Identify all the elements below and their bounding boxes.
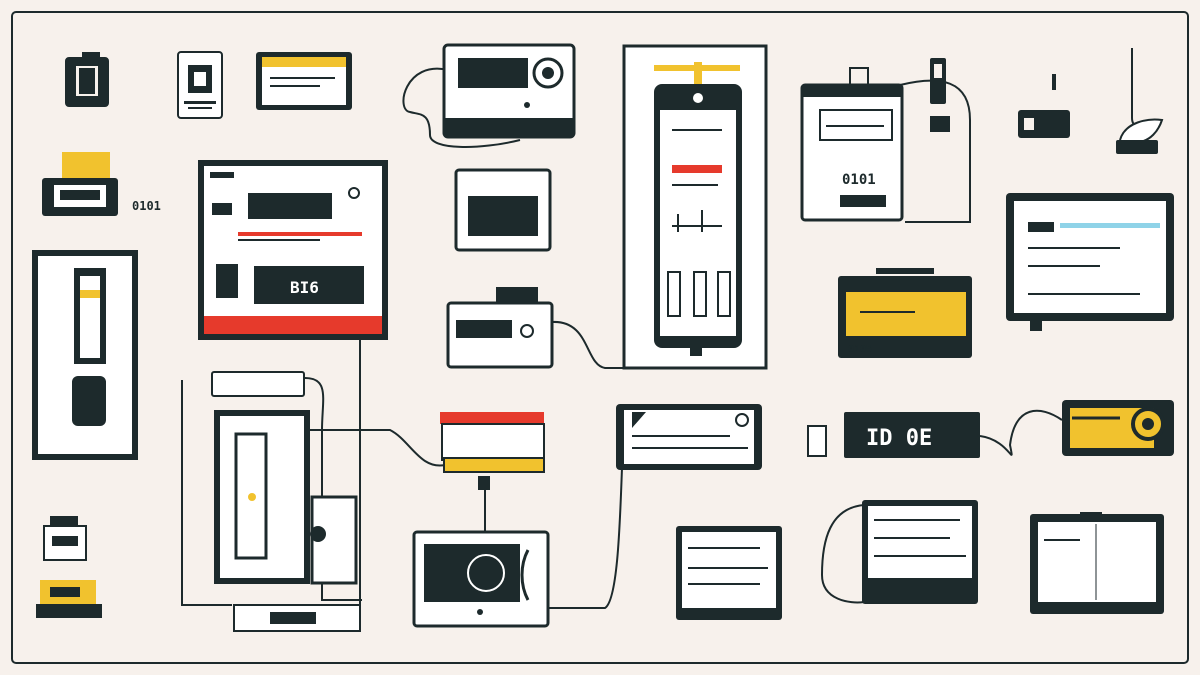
drone-icon [1116,118,1164,154]
usb-stick-icon [930,58,950,132]
small-tab-icon [807,425,827,457]
camera-box-icon [442,43,576,139]
cable-radio [899,79,971,223]
dark-display-icon: ID 0E [844,412,980,458]
meter-device-icon [446,287,554,369]
cable-meter-printer [551,320,624,369]
cable-player-right [548,467,623,609]
cable-terminal [820,504,865,604]
display-text: ID 0E [866,426,932,451]
connecting-cables [181,48,1143,609]
cable-camera-loop [402,67,521,148]
tall-phone-icon [622,44,768,370]
recorder-side-code: 0101 [132,199,161,213]
yellow-panel-icon: 0105 [838,268,972,358]
tower-center-icon [211,371,361,632]
terminal-icon [862,500,978,604]
monitor-dark-box-text: BI6 [290,278,319,297]
yellow-camera-icon [1062,400,1174,456]
panel-code-label: 0105 [848,344,872,355]
printer-strip-icon [440,412,545,490]
small-printer-icon [43,516,87,561]
radio-code-label: 0101 [842,172,876,188]
battery-icon [65,52,109,107]
yellow-tag-icon [36,580,102,618]
card-reader-icon [616,404,762,470]
small-camera-icon [1018,74,1070,138]
cable-left-tower [181,380,232,606]
tower-left-icon [32,250,138,460]
small-laptop-icon [676,526,782,620]
media-player-icon [412,530,550,628]
monitor-red-icon: BI6 [198,160,388,340]
radio-scanner-icon: 0101 [800,67,904,222]
cable-printer-in [310,429,446,467]
small-phone-icon [177,51,223,119]
yellow-recorder-icon: 0101 [42,152,161,216]
cable-display-camera [979,409,1063,456]
tablet-yellow-icon [256,52,352,110]
laptop-cyan-icon [1006,193,1174,331]
screen-box-icon [454,168,552,252]
blank-tablet-icon [1030,512,1164,614]
